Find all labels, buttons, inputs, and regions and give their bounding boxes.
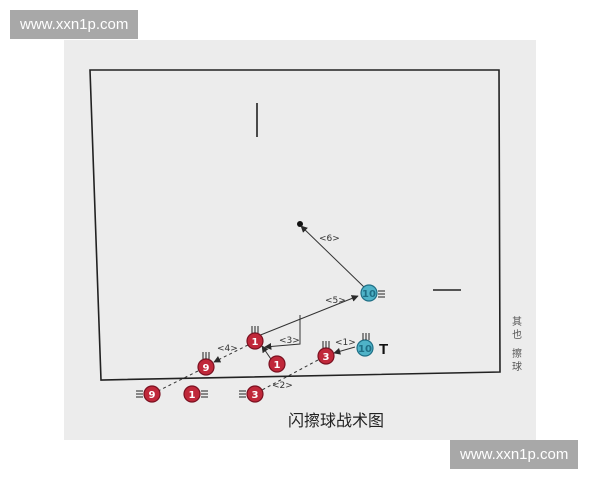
path-4 [213,344,249,363]
step-label-4: <4> [217,344,238,354]
player-red-9-bottom: 9 [136,385,161,403]
player-red-9-mid: 9 [197,352,215,376]
step-label-3: <3> [279,336,300,346]
diagram-caption: 闪擦球战术图 [288,411,384,430]
svg-text:9: 9 [203,363,210,374]
svg-text:10: 10 [358,344,372,355]
svg-text:3: 3 [323,352,330,363]
path-3 [264,315,301,350]
player-teal-10-bottom: 10 [356,333,374,357]
path-6 [300,225,366,289]
player-red-1-mid: 1 [268,355,286,373]
watermark-bottom: www.xxn1p.com [450,440,579,469]
svg-text:1: 1 [189,390,196,401]
svg-text:3: 3 [252,390,259,401]
target-mark: T [379,341,388,358]
side-text-3: 擦 [512,347,522,360]
path-dash-left [155,370,199,393]
step-label-5: <5> [325,296,346,306]
step-label-1: <1> [335,338,356,348]
svg-text:1: 1 [274,360,281,371]
side-text-1: 其 [512,316,522,328]
player-red-1-center: 1 [246,326,264,350]
ball [297,221,303,227]
path-1 [333,346,356,355]
side-text-4: 球 [512,360,522,373]
side-text-2: 也 [512,328,522,341]
player-red-3-right: 3 [317,341,335,365]
watermark-top: www.xxn1p.com [10,10,139,39]
player-red-3-bottom: 3 [239,385,264,403]
step-label-2: <2> [272,381,293,391]
svg-text:1: 1 [252,337,259,348]
player-red-1-bottom: 1 [183,385,208,403]
step-label-6: <6> [319,234,340,244]
path-2 [261,359,319,391]
player-teal-10-top: 10 [360,284,385,302]
court-outline [89,69,501,381]
path-5 [257,295,359,337]
svg-text:9: 9 [149,390,156,401]
svg-text:10: 10 [362,289,376,300]
